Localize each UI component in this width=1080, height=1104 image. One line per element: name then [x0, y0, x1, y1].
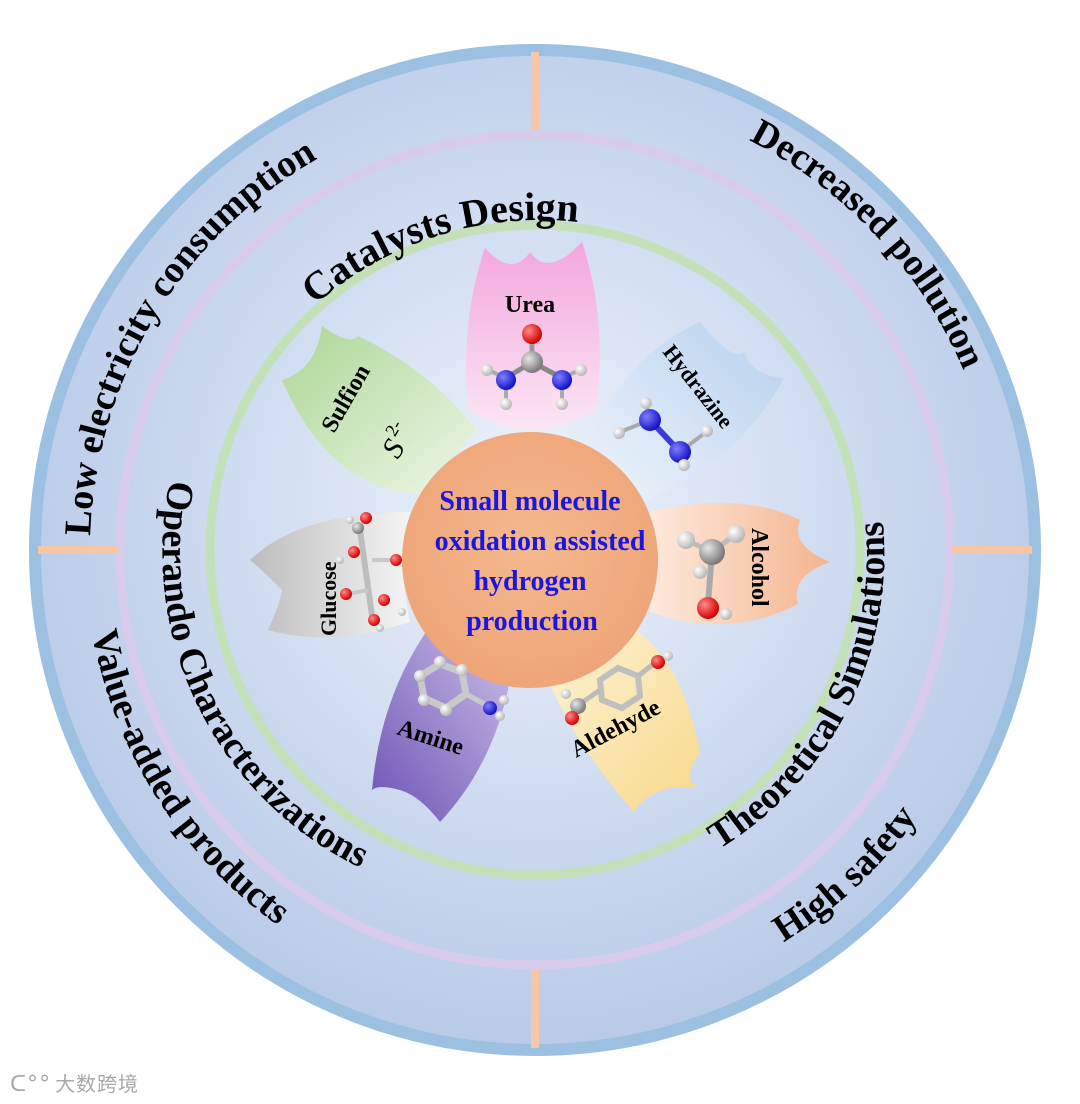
aldehyde-molecule-icon	[561, 651, 673, 725]
petal-amine	[372, 632, 512, 822]
center-line-2: oxidation assisted	[435, 526, 646, 557]
alcohol-molecule-icon	[677, 525, 745, 620]
label-glucose: Glucose	[316, 561, 341, 636]
petal-alcohol	[650, 502, 830, 625]
center-line-1: Small molecule	[439, 486, 620, 517]
inner-ring	[205, 220, 865, 880]
dividers	[38, 52, 1032, 1048]
watermark: ᑕ°°大数跨境	[10, 1068, 139, 1097]
center-circle	[402, 432, 658, 688]
center-line-4: production	[466, 606, 598, 637]
label-urea: Urea	[505, 292, 555, 318]
amine-molecule-icon	[414, 656, 509, 721]
label-alcohol: Alcohol	[746, 528, 772, 607]
urea-molecule-icon	[481, 324, 587, 410]
petal-sulfion	[282, 326, 476, 494]
middle-ring	[115, 130, 955, 970]
petal-hydrazine	[592, 322, 784, 500]
watermark-text: 大数跨境	[55, 1072, 140, 1096]
watermark-logo-icon: ᑕ°°	[10, 1072, 52, 1097]
glucose-molecule-icon	[336, 512, 406, 632]
hydrazine-molecule-icon	[613, 397, 713, 471]
center-line-3: hydrogen	[473, 566, 586, 597]
